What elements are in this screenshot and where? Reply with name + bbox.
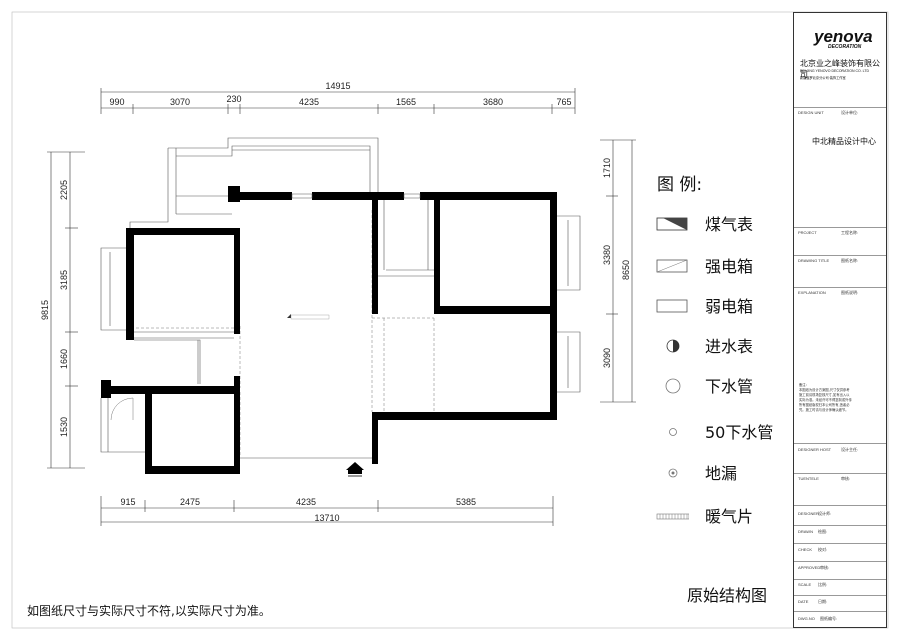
- window-mark: [403, 193, 421, 199]
- design-unit-value: 设计单位:: [841, 110, 859, 115]
- design-center: 中北精品设计中心: [812, 137, 876, 146]
- legend-label: 地漏: [705, 464, 738, 483]
- right-dim-1: 1710: [602, 158, 612, 178]
- top-dim-7: 765: [556, 97, 571, 107]
- thick-walls: [101, 186, 557, 474]
- bottom-total-dim: 13710: [314, 513, 339, 523]
- legend-label: 下水管: [705, 377, 754, 396]
- designer-value: 设计师:: [818, 511, 832, 516]
- radiator-icon: [655, 506, 690, 524]
- power-box-icon: [655, 256, 689, 274]
- company-name: 北京业之峰装饰有限公司: [800, 59, 880, 79]
- designer-host-value: 设计主任:: [841, 447, 859, 452]
- notes: 备注: 本图纸为设计方案图,尺寸仅供参考 施工前请现场复核尺寸,如有出入以 实际…: [799, 383, 852, 412]
- drawing-caption: 原始结构图: [687, 586, 768, 605]
- top-dim-5: 1565: [396, 97, 416, 107]
- company-name-en: BEI JING YENOVO DECORATION CO. LTD: [800, 69, 870, 73]
- drawing-frame: [11, 11, 889, 629]
- project-label: PROJECT: [798, 230, 817, 235]
- company-logo: yenova: [814, 27, 873, 46]
- legend-label: 暖气片: [705, 507, 754, 526]
- legend-label: 强电箱: [705, 257, 754, 276]
- right-dim-2: 3380: [602, 245, 612, 265]
- project-value: 工程名称:: [841, 230, 859, 235]
- top-dimensions: [100, 88, 576, 114]
- date-value: 日期:: [818, 599, 828, 604]
- thin-outlines: [100, 137, 581, 459]
- check-value: 校对:: [818, 547, 828, 552]
- right-total-dim: 8650: [621, 260, 631, 280]
- bottom-dim-2: 2475: [180, 497, 200, 507]
- designer-host-label: DESIGNER HOST: [798, 447, 832, 452]
- top-dim-6: 3680: [483, 97, 503, 107]
- tuentele-label: TUENTELE: [798, 476, 819, 481]
- approved-label: APPROVED: [798, 565, 821, 570]
- legend-item-gas-meter: 煤气表: [655, 212, 775, 234]
- left-dim-4: 1530: [59, 417, 69, 437]
- right-dim-3: 3090: [602, 348, 612, 368]
- floor-drain-icon: [655, 463, 689, 481]
- right-dimensions: [600, 139, 636, 403]
- top-dim-2: 3070: [170, 97, 190, 107]
- legend-item-low-voltage-box: 弱电箱: [655, 294, 775, 316]
- left-dim-1: 2205: [59, 180, 69, 200]
- gas-meter-icon: [655, 214, 689, 232]
- top-dim-1: 990: [109, 97, 124, 107]
- drain-pipe-icon: [655, 376, 689, 394]
- door-swing: [110, 397, 134, 421]
- top-dim-4: 4235: [299, 97, 319, 107]
- bottom-dim-1: 915: [120, 497, 135, 507]
- bottom-dim-4: 5385: [456, 497, 476, 507]
- left-dim-3: 1660: [59, 349, 69, 369]
- footnote: 如图纸尺寸与实际尺寸不符,以实际尺寸为准。: [27, 604, 271, 618]
- approved-value: 审核:: [820, 565, 830, 570]
- scale-value: 比例:: [818, 582, 828, 587]
- dwg-label: DWG.NO: [798, 616, 815, 621]
- low-voltage-box-icon: [655, 296, 689, 314]
- designer-label: DESIGNER: [798, 511, 819, 516]
- company-address: 新疆鑫罗北京分公司·装饰工作室: [800, 76, 846, 80]
- legend-title: 图 例:: [657, 175, 703, 195]
- check-label: CHECK: [798, 547, 813, 552]
- company-logo-sub: DECORATION: [828, 44, 862, 50]
- legend-item-drain-pipe-50: 50下水管: [655, 420, 775, 442]
- legend-item-water-meter: 进水表: [655, 334, 775, 356]
- date-label: DATE: [798, 599, 809, 604]
- drain-pipe-50-icon: [655, 422, 689, 440]
- legend-label: 煤气表: [705, 215, 754, 234]
- bottom-dimensions: [100, 496, 554, 526]
- window-mark: [291, 193, 313, 199]
- top-dim-3: 230: [226, 94, 241, 104]
- legend-label: 50下水管: [705, 423, 774, 442]
- gas-meter-marker-icon: [287, 314, 291, 318]
- legend-item-floor-drain: 地漏: [655, 461, 775, 483]
- left-total-dim: 9815: [40, 300, 50, 320]
- entry-arrow-icon: [346, 462, 364, 470]
- legend-item-drain-pipe: 下水管: [655, 374, 775, 396]
- title-block: yenova DECORATION 北京业之峰装饰有限公司 BEI JING Y…: [793, 12, 887, 628]
- tuentele-value: 审核:: [841, 476, 851, 481]
- design-unit-label: DESIGN UNIT: [798, 110, 824, 115]
- bottom-dim-3: 4235: [296, 497, 316, 507]
- dwg-value: 图纸编号:: [820, 616, 838, 621]
- legend-item-power-box: 强电箱: [655, 254, 775, 276]
- left-dimensions: [47, 151, 85, 469]
- drawing-title-value: 图纸名称:: [841, 258, 859, 263]
- drawn-value: 绘图:: [818, 529, 828, 534]
- explanation-value: 图纸说明:: [841, 290, 859, 295]
- scale-label: SCALE: [798, 582, 812, 587]
- water-meter-icon: [655, 336, 689, 354]
- left-dim-2: 3185: [59, 270, 69, 290]
- explanation-label: EXPLANATION: [798, 290, 826, 295]
- legend-label: 进水表: [705, 337, 754, 356]
- legend-label: 弱电箱: [705, 297, 754, 316]
- top-total-dim: 14915: [325, 81, 350, 91]
- legend-item-radiator: 暖气片: [655, 504, 775, 526]
- drawn-label: DRAWN: [798, 529, 813, 534]
- drawing-title-label: DRAWING TITLE: [798, 258, 830, 263]
